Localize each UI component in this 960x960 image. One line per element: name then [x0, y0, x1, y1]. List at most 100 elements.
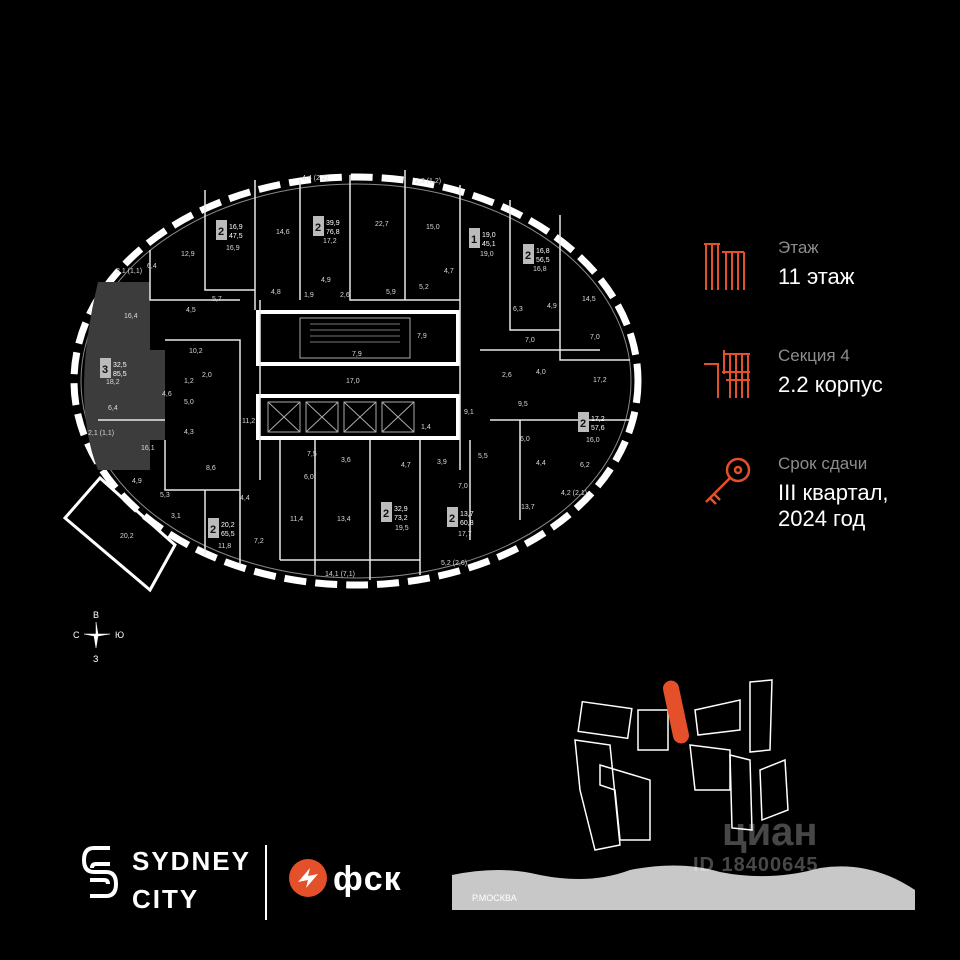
svg-text:85,5: 85,5 [113, 371, 127, 378]
svg-text:2: 2 [449, 513, 455, 525]
svg-text:7,0: 7,0 [590, 334, 600, 341]
svg-text:14,6: 14,6 [276, 229, 290, 236]
svg-text:2,6: 2,6 [340, 292, 350, 299]
core-stair-inner [299, 317, 411, 359]
svg-text:2: 2 [218, 226, 224, 238]
svg-text:73,2: 73,2 [394, 515, 408, 522]
svg-text:4,2 (2,1): 4,2 (2,1) [561, 490, 587, 497]
svg-text:14,1 (7,1): 14,1 (7,1) [325, 571, 355, 578]
svg-text:5,7: 5,7 [212, 296, 222, 303]
room-area-labels: 4,4 (2,2) 2,3 (1,2) 22,7 15,0 14,6 17,2 … [88, 175, 607, 578]
lift-shafts [267, 401, 415, 433]
balcony [62, 475, 177, 593]
compass-east: Ю [115, 630, 125, 640]
svg-text:8,6: 8,6 [206, 465, 216, 472]
svg-text:56,5: 56,5 [536, 257, 550, 264]
svg-text:4,4: 4,4 [536, 460, 546, 467]
svg-text:6,4: 6,4 [147, 263, 157, 270]
svg-text:7,9: 7,9 [352, 351, 362, 358]
deadline-caption: Срок сдачи [778, 454, 868, 473]
sydney-city-logo-icon [81, 846, 119, 898]
flat-badge[interactable]: 2 20,2 65,5 [208, 518, 235, 538]
section-icon [704, 350, 750, 398]
deadline-value-line1: III квартал, [778, 480, 889, 505]
svg-text:2,1 (1,1): 2,1 (1,1) [116, 268, 142, 275]
svg-text:4,5: 4,5 [186, 307, 196, 314]
svg-text:3,9: 3,9 [437, 459, 447, 466]
svg-text:13,4: 13,4 [337, 516, 351, 523]
stair-steps [310, 323, 400, 343]
svg-text:4,7: 4,7 [401, 462, 411, 469]
brand-line1: SYDNEY [132, 846, 251, 876]
svg-text:16,4: 16,4 [124, 313, 138, 320]
svg-text:4,9: 4,9 [132, 478, 142, 485]
svg-text:45,1: 45,1 [482, 241, 496, 248]
svg-text:16,8: 16,8 [536, 248, 550, 255]
svg-text:7,9: 7,9 [417, 333, 427, 340]
svg-text:13,7: 13,7 [521, 504, 535, 511]
svg-text:4,9: 4,9 [547, 303, 557, 310]
svg-text:16,0: 16,0 [586, 437, 600, 444]
svg-text:76,8: 76,8 [326, 229, 340, 236]
fsk-logo-icon [289, 859, 327, 897]
watermark-name: циан [722, 810, 818, 854]
svg-text:14,5: 14,5 [582, 296, 596, 303]
svg-text:1,9: 1,9 [304, 292, 314, 299]
svg-text:7,5: 7,5 [307, 451, 317, 458]
svg-text:4,3: 4,3 [184, 429, 194, 436]
svg-text:11,2: 11,2 [242, 418, 255, 425]
svg-text:17,2: 17,2 [323, 238, 337, 245]
svg-text:16,9: 16,9 [229, 224, 243, 231]
svg-text:2: 2 [315, 222, 321, 234]
compass-west: С [73, 630, 80, 640]
location-map [452, 679, 915, 910]
selected-flat [84, 282, 165, 470]
core-stair [256, 310, 460, 366]
section-caption: Секция 4 [778, 346, 850, 365]
svg-text:4,0: 4,0 [536, 369, 546, 376]
svg-text:5,0: 5,0 [184, 399, 194, 406]
svg-text:19,5: 19,5 [395, 525, 409, 532]
svg-text:6,0: 6,0 [520, 436, 530, 443]
svg-text:16,1: 16,1 [141, 445, 155, 452]
svg-text:5,2: 5,2 [419, 284, 429, 291]
flat-badge[interactable]: 1 19,0 45,1 [469, 228, 496, 248]
svg-text:3,1: 3,1 [171, 513, 181, 520]
svg-text:20,2: 20,2 [221, 522, 235, 529]
svg-text:2,3 (1,2): 2,3 (1,2) [415, 178, 441, 185]
svg-text:39,9: 39,9 [326, 220, 340, 227]
section-value: 2.2 корпус [778, 372, 883, 397]
svg-text:13,7: 13,7 [460, 511, 474, 518]
deadline-value-line2: 2024 год [778, 506, 866, 531]
svg-text:1: 1 [471, 234, 477, 246]
svg-text:4,6: 4,6 [162, 391, 172, 398]
svg-text:19,0: 19,0 [482, 232, 496, 239]
svg-text:19,0: 19,0 [480, 251, 494, 258]
svg-text:11,8: 11,8 [218, 543, 231, 550]
svg-text:7,0: 7,0 [458, 483, 468, 490]
svg-text:6,2: 6,2 [580, 462, 590, 469]
compass-north: В [93, 610, 100, 620]
svg-text:65,5: 65,5 [221, 531, 235, 538]
svg-text:22,7: 22,7 [375, 221, 389, 228]
svg-text:6,3: 6,3 [513, 306, 523, 313]
svg-text:9,5: 9,5 [518, 401, 528, 408]
compass: В З С Ю [70, 608, 130, 668]
svg-text:2: 2 [525, 250, 531, 262]
svg-text:15,0: 15,0 [426, 224, 440, 231]
svg-text:2: 2 [210, 524, 216, 536]
flat-badge[interactable]: 2 16,8 56,5 [523, 244, 550, 264]
svg-text:3,6: 3,6 [341, 457, 351, 464]
flat-badge[interactable]: 2 39,9 76,8 [313, 216, 340, 236]
river-label: Р.МОСКВА [472, 893, 517, 903]
svg-text:18,2: 18,2 [106, 379, 120, 386]
svg-text:7,0: 7,0 [525, 337, 535, 344]
svg-text:11,4: 11,4 [290, 516, 303, 523]
selected-building [663, 680, 689, 744]
